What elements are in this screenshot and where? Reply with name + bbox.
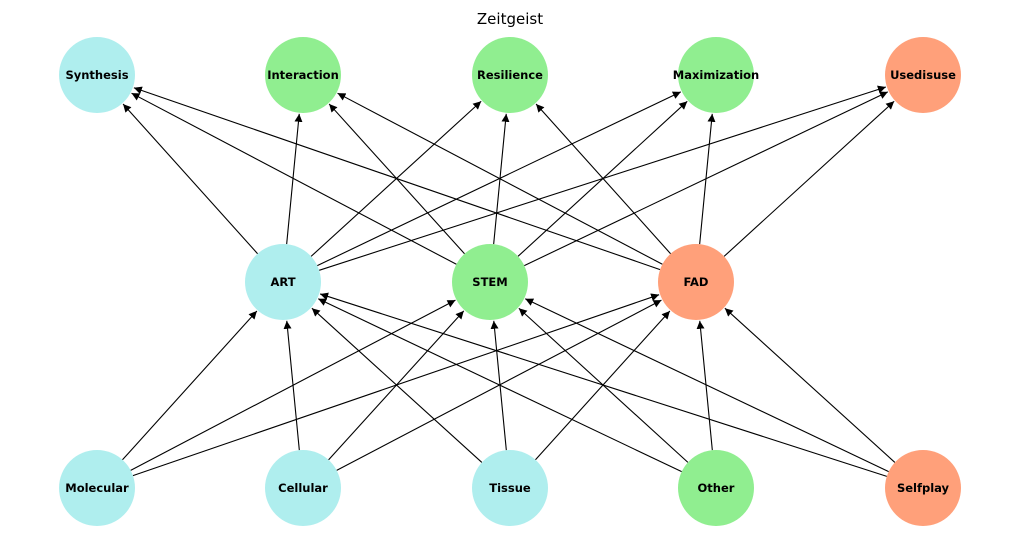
node-selfplay: Selfplay <box>885 450 961 526</box>
edge-selfplay-to-art <box>319 292 887 477</box>
node-label-interaction: Interaction <box>267 68 339 82</box>
node-circle-molecular <box>59 450 135 526</box>
edge-fad-to-usedisuse <box>723 100 895 257</box>
node-fad: FAD <box>658 244 734 320</box>
node-label-selfplay: Selfplay <box>897 481 950 495</box>
node-circle-interaction <box>265 37 341 113</box>
node-circle-fad <box>658 244 734 320</box>
node-circle-art <box>245 244 321 320</box>
node-maximization: Maximization <box>673 37 759 113</box>
node-label-resilience: Resilience <box>477 68 543 82</box>
node-label-molecular: Molecular <box>65 481 129 495</box>
node-synthesis: Synthesis <box>59 37 135 113</box>
node-tissue: Tissue <box>472 450 548 526</box>
node-other: Other <box>678 450 754 526</box>
edge-fad-to-interaction <box>337 92 663 265</box>
node-cellular: Cellular <box>265 450 341 526</box>
node-label-other: Other <box>698 481 735 495</box>
edge-molecular-to-art <box>122 310 258 461</box>
node-circle-selfplay <box>885 450 961 526</box>
edge-selfplay-to-fad <box>724 307 896 463</box>
node-label-fad: FAD <box>684 275 709 289</box>
node-circle-other <box>678 450 754 526</box>
node-label-stem: STEM <box>472 275 507 289</box>
edge-fad-to-synthesis <box>133 86 661 271</box>
node-resilience: Resilience <box>472 37 548 113</box>
node-circle-tissue <box>472 450 548 526</box>
node-label-maximization: Maximization <box>673 68 759 82</box>
edge-art-to-interaction <box>286 113 303 245</box>
node-circle-usedisuse <box>885 37 961 113</box>
edge-other-to-art <box>317 298 682 473</box>
node-stem: STEM <box>452 244 528 320</box>
node-molecular: Molecular <box>59 450 135 526</box>
node-circle-cellular <box>265 450 341 526</box>
node-label-tissue: Tissue <box>489 481 531 495</box>
node-label-cellular: Cellular <box>278 481 328 495</box>
node-label-art: ART <box>270 275 295 289</box>
node-circle-synthesis <box>59 37 135 113</box>
diagram-title: Zeitgeist <box>477 10 543 28</box>
node-circle-resilience <box>472 37 548 113</box>
edge-art-to-synthesis <box>122 103 259 255</box>
edge-selfplay-to-stem <box>524 298 889 473</box>
edges-layer <box>122 85 896 477</box>
edge-other-to-fad <box>696 320 713 451</box>
node-art: ART <box>245 244 321 320</box>
edge-stem-to-synthesis <box>131 92 457 265</box>
node-label-usedisuse: Usedisuse <box>890 68 956 82</box>
node-usedisuse: Usedisuse <box>885 37 961 113</box>
node-circle-stem <box>452 244 528 320</box>
edge-cellular-to-art <box>283 320 300 451</box>
nodes-layer: Synthesis Interaction Resilience Maximizati… <box>59 37 961 526</box>
edge-fad-to-maximization <box>699 113 716 245</box>
edge-tissue-to-art <box>311 307 483 463</box>
node-interaction: Interaction <box>265 37 341 113</box>
edge-fad-to-resilience <box>535 103 672 255</box>
node-circle-maximization <box>678 37 754 113</box>
node-label-synthesis: Synthesis <box>65 68 128 82</box>
